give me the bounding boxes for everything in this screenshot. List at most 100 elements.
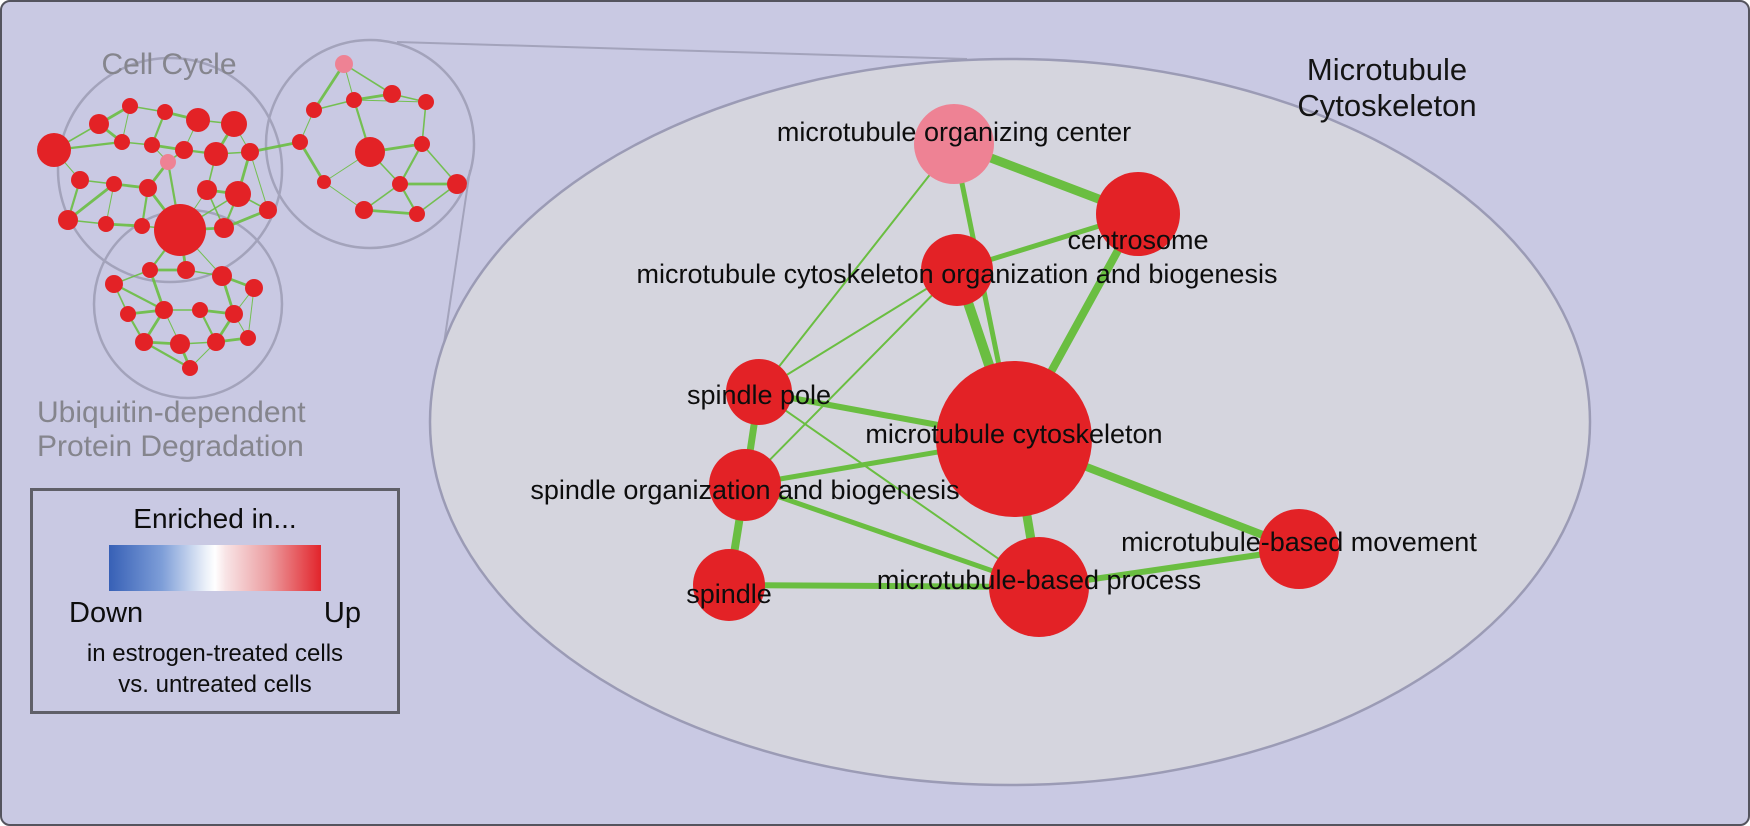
network-node-moc[interactable] <box>914 104 994 184</box>
network-node-label-mbm: microtubule-based movement <box>1121 527 1477 557</box>
network-node-centrosome[interactable] <box>1096 172 1180 256</box>
network-edge-mcob-spindle_pole <box>758 269 958 393</box>
network-node-label-mtc: microtubule cytoskeleton <box>865 419 1162 449</box>
overview-node[interactable] <box>212 266 232 286</box>
network-node-mtc[interactable] <box>936 361 1092 517</box>
overview-node[interactable] <box>134 218 150 234</box>
overview-node[interactable] <box>175 141 193 159</box>
overview-node[interactable] <box>160 154 176 170</box>
overview-node[interactable] <box>418 94 434 110</box>
magnifier-line-top <box>396 41 968 60</box>
network-node-sob[interactable] <box>709 449 781 521</box>
overview-node[interactable] <box>106 176 122 192</box>
overview-node[interactable] <box>37 133 71 167</box>
network-edge-moc-spindle_pole <box>758 143 955 393</box>
network-node-spindle[interactable] <box>693 549 765 621</box>
overview-node[interactable] <box>214 218 234 238</box>
overview-node[interactable] <box>114 134 130 150</box>
network-edge-mcob-sob <box>744 269 958 486</box>
overview-node[interactable] <box>225 181 251 207</box>
overview-node[interactable] <box>355 201 373 219</box>
overview-node[interactable] <box>120 306 136 322</box>
legend-title: Enriched in... <box>133 503 297 534</box>
main-network-nodes <box>693 104 1339 637</box>
network-node-mbp[interactable] <box>989 537 1089 637</box>
overview-edge <box>312 63 346 111</box>
legend-captions: in estrogen-treated cells vs. untreated … <box>87 638 343 700</box>
cluster-circle-cell-cycle <box>56 56 284 284</box>
overview-node[interactable] <box>335 55 353 73</box>
overview-node[interactable] <box>142 262 158 278</box>
overview-network-nodes <box>37 55 467 376</box>
overview-node[interactable] <box>197 180 217 200</box>
ubiquitin-label-line2: Protein Degradation <box>37 430 304 463</box>
legend-downup-row: Down Up <box>69 597 361 630</box>
network-node-label-centrosome: centrosome <box>1067 225 1208 255</box>
overview-node[interactable] <box>144 137 160 153</box>
overview-node[interactable] <box>182 360 198 376</box>
overview-node[interactable] <box>135 333 153 351</box>
network-edge-sob-mbp <box>742 482 1042 590</box>
network-edge-spindle-mbp <box>726 582 1042 590</box>
overview-node[interactable] <box>192 302 208 318</box>
network-node-label-moc: microtubule organizing center <box>777 117 1131 147</box>
overview-edge <box>343 63 393 95</box>
overview-node[interactable] <box>221 111 247 137</box>
overview-node[interactable] <box>241 143 259 161</box>
network-node-mbm[interactable] <box>1259 509 1339 589</box>
microtubule-cytoskeleton-label-line1: Microtubule <box>1307 52 1467 87</box>
overview-node[interactable] <box>122 98 138 114</box>
legend-caption-line2: vs. untreated cells <box>118 671 312 699</box>
overview-node[interactable] <box>155 301 173 319</box>
overview-node[interactable] <box>177 261 195 279</box>
cluster-circle-microtubule <box>264 38 476 250</box>
legend-caption-line1: in estrogen-treated cells <box>86 640 344 667</box>
overview-node[interactable] <box>170 334 190 354</box>
overview-node[interactable] <box>383 85 401 103</box>
overview-node[interactable] <box>154 204 206 256</box>
legend-up-label: Up <box>323 597 361 629</box>
overview-node[interactable] <box>98 216 114 232</box>
cell-cycle-label: Cell Cycle <box>101 48 236 81</box>
network-edge-spindle_pole-mbp <box>758 391 1040 588</box>
network-node-label-spindle_pole: spindle pole <box>687 380 831 410</box>
overview-edge <box>249 151 269 211</box>
overview-node[interactable] <box>292 134 308 150</box>
overview-node[interactable] <box>204 142 228 166</box>
overview-node[interactable] <box>447 174 467 194</box>
legend-box: Enriched in... Down Up in estrogen-treat… <box>30 488 400 714</box>
overview-node[interactable] <box>225 305 243 323</box>
network-node-label-mcob: microtubule cytoskeleton organization an… <box>637 259 1278 289</box>
overview-node[interactable] <box>240 330 256 346</box>
enrichment-gradient-bar <box>109 545 321 591</box>
overview-node[interactable] <box>414 136 430 152</box>
overview-network-edges <box>53 63 458 369</box>
overview-node[interactable] <box>58 210 78 230</box>
overview-node[interactable] <box>71 171 89 189</box>
overview-node[interactable] <box>409 206 425 222</box>
overview-node[interactable] <box>355 137 385 167</box>
overview-node[interactable] <box>245 279 263 297</box>
network-node-mcob[interactable] <box>921 234 993 306</box>
overview-node[interactable] <box>346 92 362 108</box>
overview-node[interactable] <box>392 176 408 192</box>
main-network-labels: microtubule organizing center centrosome m… <box>530 117 1477 609</box>
overview-node[interactable] <box>317 175 331 189</box>
overview-edge <box>113 283 165 311</box>
network-node-label-spindle: spindle <box>686 579 772 609</box>
overview-node[interactable] <box>306 102 322 118</box>
overview-node[interactable] <box>139 179 157 197</box>
overview-node[interactable] <box>207 333 225 351</box>
overview-node[interactable] <box>89 114 109 134</box>
overview-node[interactable] <box>105 275 123 293</box>
microtubule-cytoskeleton-label-line2: Cytoskeleton <box>1297 88 1476 123</box>
ubiquitin-label-line1: Ubiquitin-dependent <box>37 396 306 429</box>
overview-node[interactable] <box>186 108 210 132</box>
overview-node[interactable] <box>259 201 277 219</box>
overview-node[interactable] <box>157 104 173 120</box>
network-node-spindle_pole[interactable] <box>726 359 792 425</box>
network-node-label-sob: spindle organization and biogenesis <box>530 475 959 505</box>
legend-down-label: Down <box>69 597 144 629</box>
